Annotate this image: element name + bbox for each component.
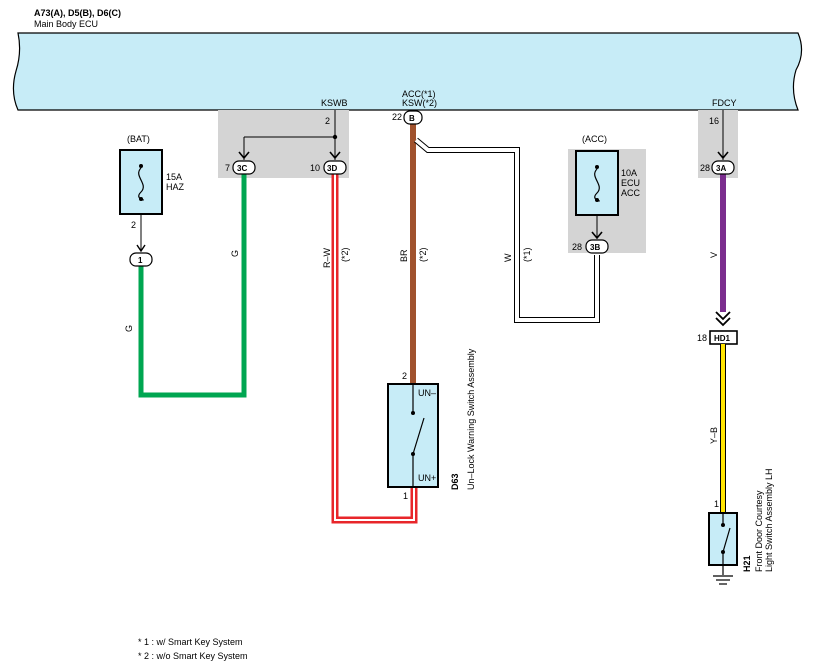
- d63-name: Un–Lock Warning Switch Assembly: [466, 348, 476, 490]
- switch-icon: [412, 384, 425, 487]
- connector-3d-pin: 10: [310, 163, 320, 173]
- bat-fuse-icon: [138, 167, 144, 201]
- kswb-pin: 2: [325, 116, 330, 126]
- connector-b-label: B: [409, 114, 415, 123]
- c3b-arrow: [591, 231, 603, 240]
- bat-fuse-name: HAZ: [166, 182, 185, 192]
- d63-pin-bottom: 1: [403, 491, 408, 501]
- wire-v-label: V: [709, 252, 719, 258]
- wire-g-left-label: G: [124, 325, 134, 332]
- h21-code: H21: [742, 555, 752, 572]
- wire-br-note: (*2): [418, 247, 428, 262]
- connector-3c: [232, 160, 256, 175]
- d63-contact-bottom: [411, 452, 415, 456]
- junction-1: [129, 252, 153, 267]
- connector-3b-pin: 28: [572, 242, 582, 252]
- bat-fuse-terminal-bottom: [139, 197, 143, 201]
- acc-terminal-name-1: ACC(*1): [402, 89, 436, 99]
- c3c-arrow: [238, 151, 250, 160]
- bat-fuse-pin: 2: [131, 220, 136, 230]
- wire-g-lower: [138, 173, 247, 398]
- h21-contact-top: [721, 523, 725, 527]
- footnote-1: * 1 : w/ Smart Key System: [138, 637, 243, 647]
- acc-fuse-terminal-bottom: [595, 198, 599, 202]
- connector-3d-label: 3D: [327, 164, 337, 173]
- wire-yb-label: Y–B: [709, 427, 719, 444]
- wire-w-label: W: [503, 253, 513, 262]
- h21-pin: 1: [714, 499, 719, 509]
- connector-3c-pin: 7: [225, 163, 230, 173]
- ecu-component-name: Main Body ECU: [34, 19, 98, 29]
- d63-contact-top: [411, 411, 415, 415]
- connector-3b-label: 3B: [590, 243, 600, 252]
- connector-3a-label: 3A: [716, 164, 726, 173]
- bat-fuse-rating: 15A: [166, 172, 182, 182]
- connector-3a-pin: 28: [700, 163, 710, 173]
- d63-term-top: UN–: [418, 388, 436, 398]
- kswb-terminal-name: KSWB: [321, 98, 348, 108]
- wire-g-right-label: G: [230, 250, 240, 257]
- main-body-ecu: [12, 32, 803, 111]
- hd1-double-arrow: [715, 311, 731, 327]
- connector-3d: [323, 160, 347, 175]
- bat-fuse-group: (BAT): [127, 134, 150, 144]
- acc-terminal-name-2: KSW(*2): [402, 98, 437, 108]
- acc-fuse-group: (ACC): [582, 134, 607, 144]
- acc-pin: 22: [392, 112, 402, 122]
- connector-hd1-label: HD1: [714, 334, 731, 343]
- acc-fuse-name-1: ECU: [621, 178, 640, 188]
- d63-code: D63: [450, 473, 460, 490]
- wire-w-fill: [414, 138, 599, 322]
- junction-1-label: 1: [138, 256, 143, 265]
- connector-3c-label: 3C: [237, 164, 247, 173]
- wire-w-note: (*1): [522, 247, 532, 262]
- bat-fuse-arrow: [136, 244, 146, 253]
- ground-icon: [713, 575, 733, 585]
- d63-pin-top: 2: [402, 371, 407, 381]
- ecu-connector-codes: A73(A), D5(B), D6(C): [34, 8, 121, 18]
- connector-b: [403, 110, 423, 125]
- bat-fuse-box: [119, 149, 163, 215]
- acc-fuse-rating: 10A: [621, 168, 637, 178]
- fdcy-pin: 16: [709, 116, 719, 126]
- h21-name-2: Light Switch Assembly LH: [764, 468, 774, 572]
- kswb-splice-dot: [332, 134, 338, 140]
- d63-term-bottom: UN+: [418, 473, 436, 483]
- wire-rw-label: R–W: [322, 247, 332, 268]
- door-switch-icon: [722, 513, 731, 575]
- connector-3b: [585, 239, 609, 254]
- acc-fuse-terminal-top: [595, 165, 599, 169]
- fdcy-terminal-name: FDCY: [712, 98, 737, 108]
- connector-3a: [711, 160, 735, 175]
- wire-rw-stripe: [334, 174, 415, 521]
- acc-fuse-name-2: ACC: [621, 188, 641, 198]
- footnote-2: * 2 : w/o Smart Key System: [138, 651, 248, 661]
- bat-fuse-terminal-top: [139, 164, 143, 168]
- c3a-arrow: [717, 151, 729, 160]
- acc-fuse-icon: [594, 168, 600, 202]
- h21-name-1: Front Door Courtesy: [754, 490, 764, 572]
- h21-contact-bottom: [721, 550, 725, 554]
- wire-rw-note: (*2): [340, 247, 350, 262]
- wire-br-label: BR: [399, 249, 409, 262]
- c3d-arrow: [329, 151, 341, 160]
- connector-hd1-pin: 18: [697, 333, 707, 343]
- acc-fuse-box: [575, 150, 619, 216]
